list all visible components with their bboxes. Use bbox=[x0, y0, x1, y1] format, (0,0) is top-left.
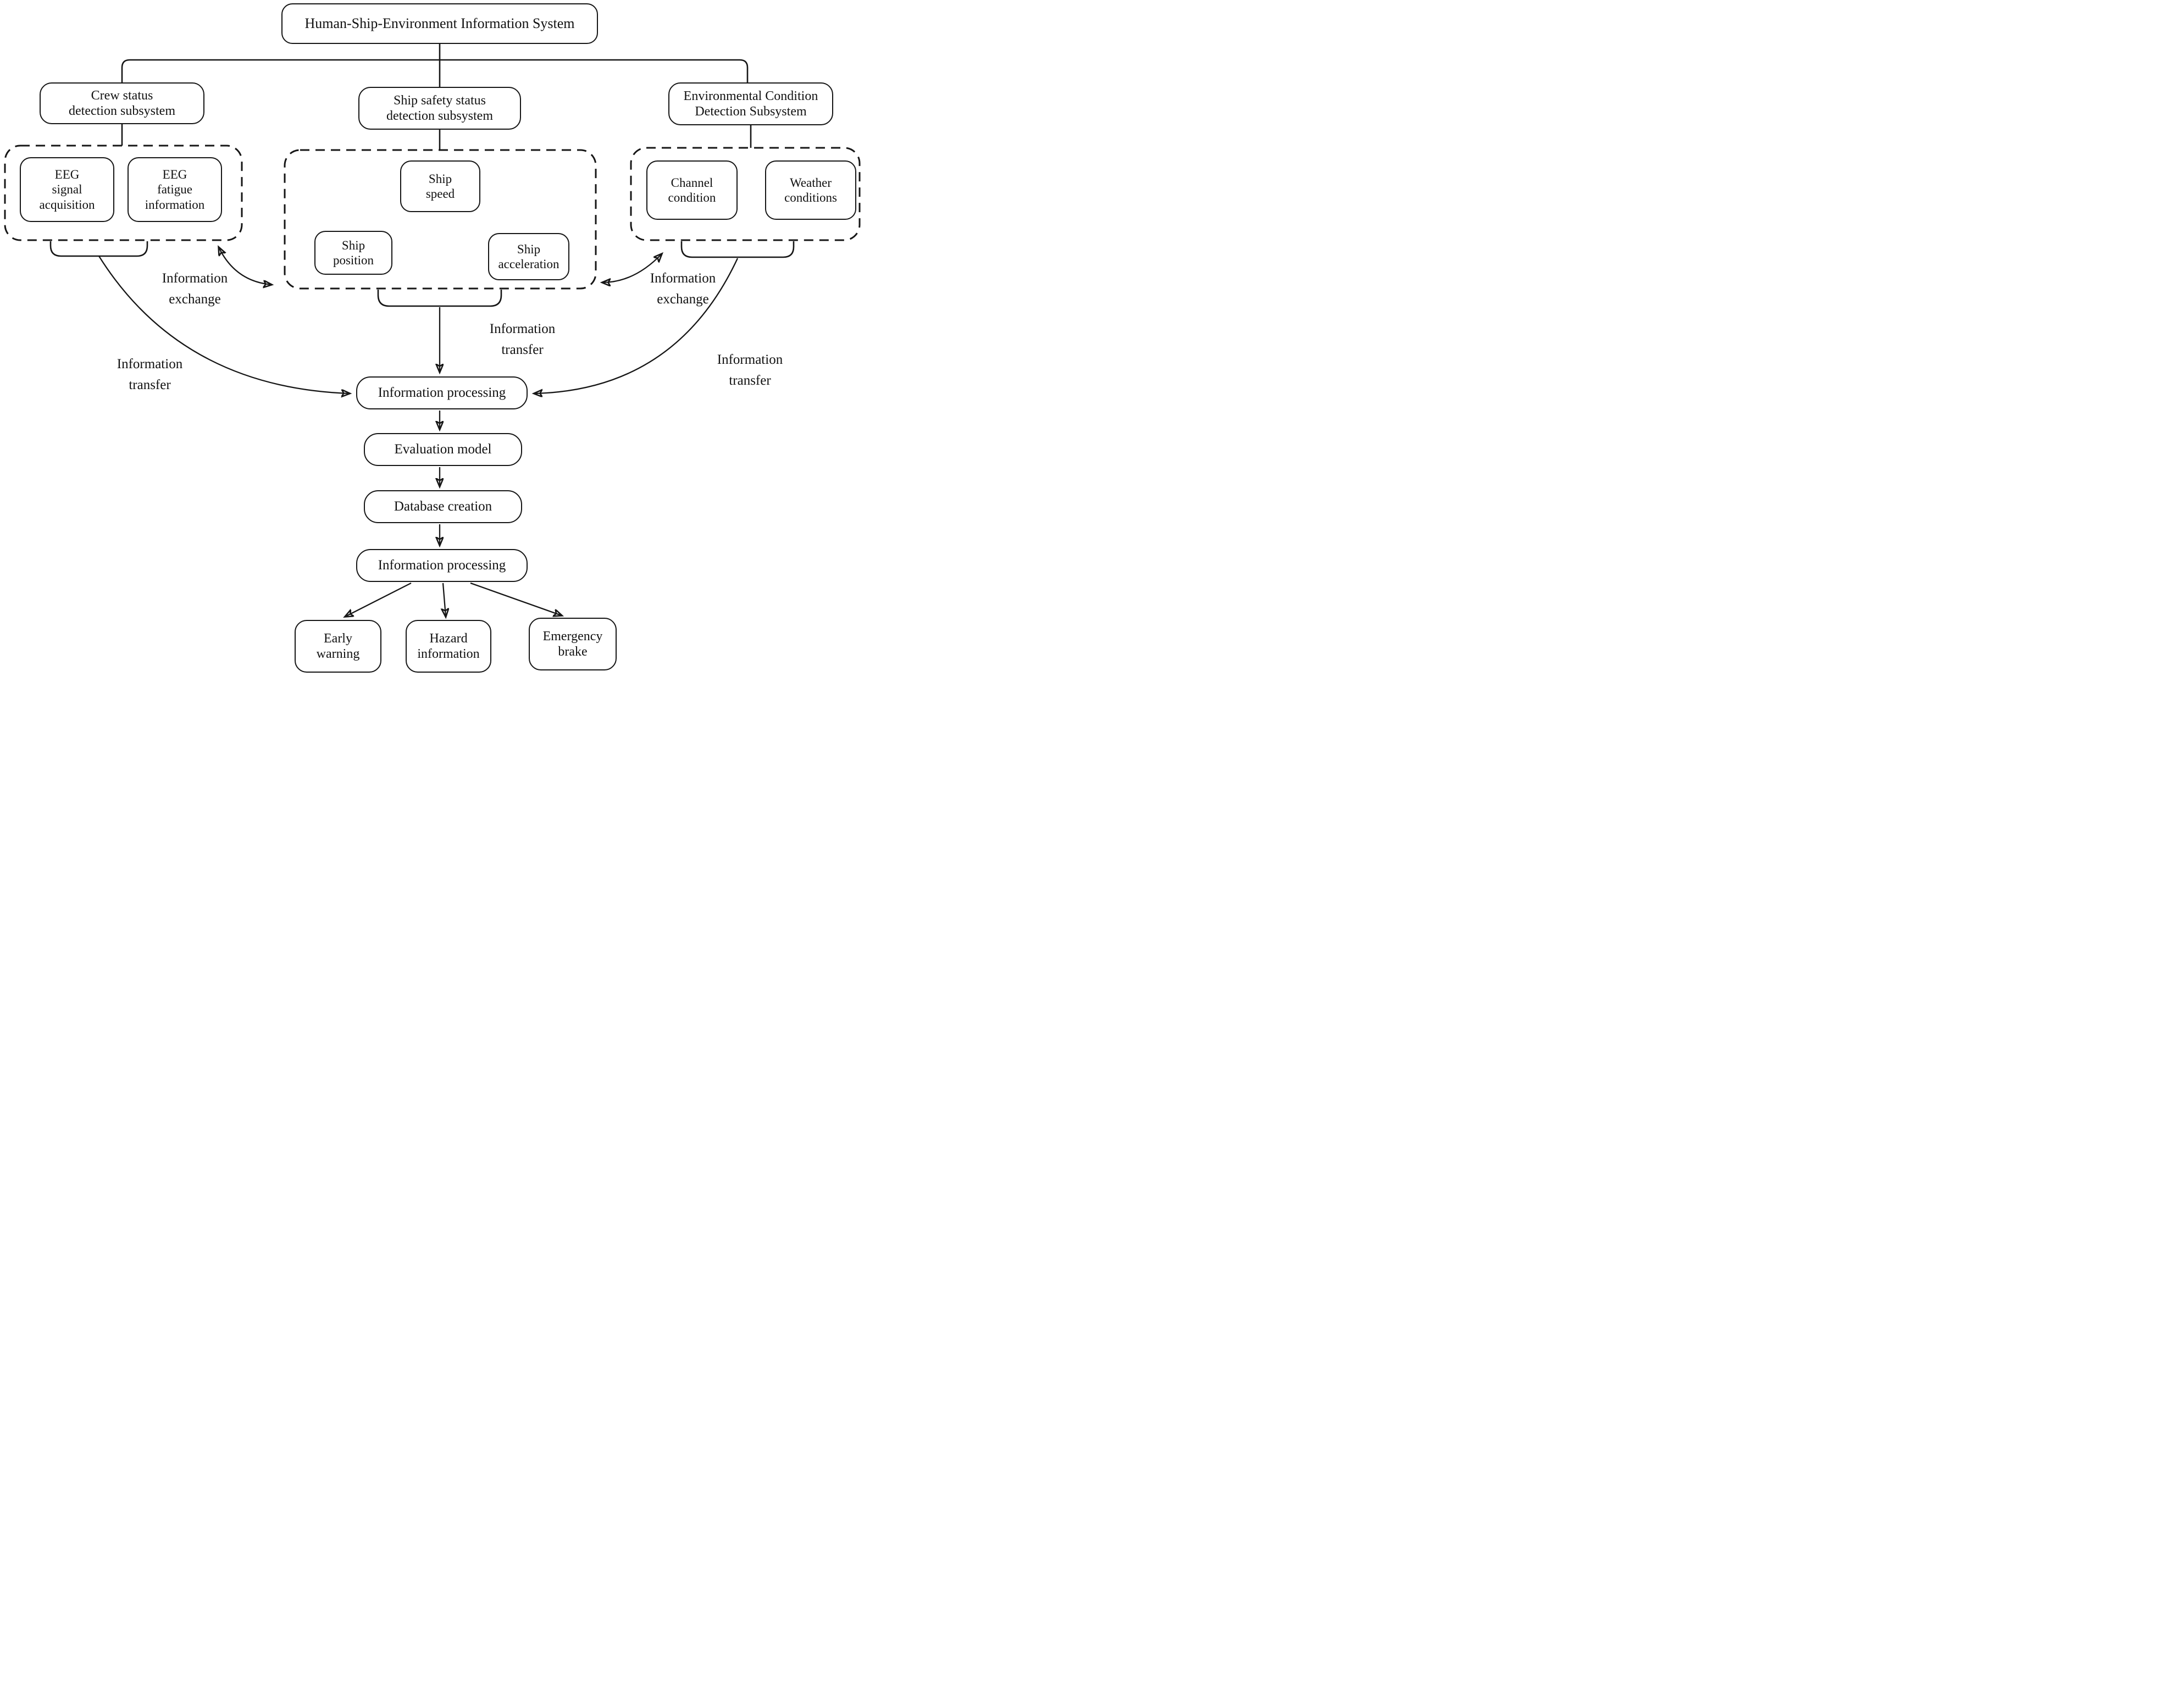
env-subsystem-box: Environmental Condition Detection Subsys… bbox=[668, 82, 833, 125]
exchange-right-label: Information exchange bbox=[650, 271, 716, 307]
information-processing-1-box: Information processing bbox=[356, 376, 528, 409]
crew-subsystem-box: Crew status detection subsystem bbox=[40, 82, 204, 124]
arrow-proc2-to-early-warning bbox=[345, 582, 412, 617]
transfer-right-label: Information transfer bbox=[717, 352, 783, 388]
weather-conditions-box: Weather conditions bbox=[765, 160, 856, 220]
eeg-signal-acquisition-box: EEG signal acquisition bbox=[20, 157, 114, 222]
transfer-mid-label: Information transfer bbox=[489, 321, 556, 357]
bus-line bbox=[121, 59, 749, 83]
eeg-fatigue-information-box: EEG fatigue information bbox=[128, 157, 222, 222]
arrow-proc2-to-hazard bbox=[443, 583, 446, 617]
exchange-left-label: Information exchange bbox=[162, 271, 228, 307]
early-warning-box: Early warning bbox=[295, 620, 381, 673]
system-architecture-diagram: Human-Ship-Environment Information Syste… bbox=[0, 0, 871, 683]
ship-speed-box: Ship speed bbox=[400, 160, 480, 212]
ship-group-dashed-box bbox=[284, 149, 597, 290]
ship-position-box: Ship position bbox=[314, 231, 392, 275]
arrow-transfer-right bbox=[534, 258, 739, 393]
root-system-box: Human-Ship-Environment Information Syste… bbox=[281, 3, 598, 44]
evaluation-model-box: Evaluation model bbox=[364, 433, 522, 466]
arrow-exchange-right bbox=[602, 254, 662, 282]
bracket-env-group bbox=[680, 241, 795, 258]
env-group-dashed-box bbox=[630, 147, 861, 241]
hazard-information-box: Hazard information bbox=[406, 620, 491, 673]
channel-condition-box: Channel condition bbox=[646, 160, 738, 220]
ship-subsystem-box: Ship safety status detection subsystem bbox=[358, 87, 521, 130]
arrow-exchange-left bbox=[219, 247, 272, 285]
transfer-left-label: Information transfer bbox=[117, 357, 183, 392]
database-creation-box: Database creation bbox=[364, 490, 522, 523]
ship-acceleration-box: Ship acceleration bbox=[488, 233, 569, 280]
emergency-brake-box: Emergency brake bbox=[529, 618, 617, 670]
arrow-proc2-to-emergency bbox=[470, 582, 562, 615]
information-processing-2-box: Information processing bbox=[356, 549, 528, 582]
arrow-transfer-left bbox=[98, 256, 350, 393]
bracket-crew-group bbox=[49, 241, 148, 257]
connector-layer bbox=[4, 44, 861, 683]
bracket-ship-group bbox=[377, 290, 502, 307]
crew-group-dashed-box bbox=[4, 145, 243, 241]
